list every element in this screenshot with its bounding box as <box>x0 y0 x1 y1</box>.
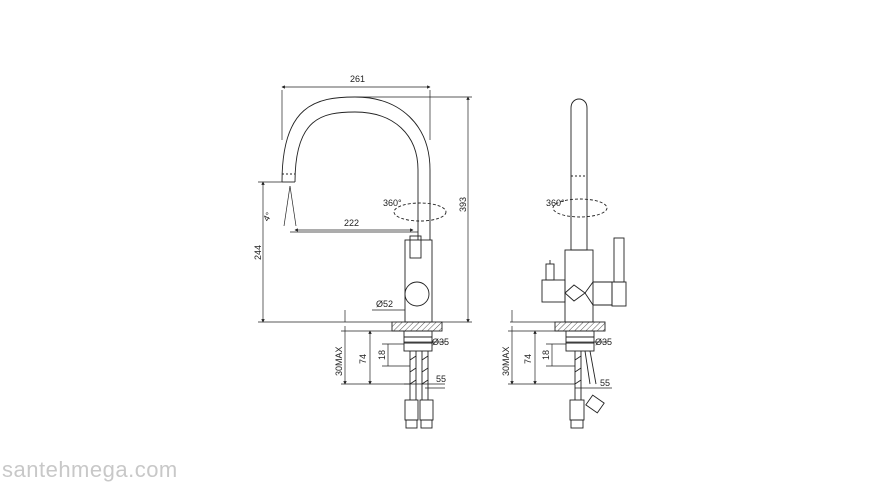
side-countertop <box>391 321 443 332</box>
front-rotation-label: 360° <box>546 198 565 208</box>
side-rotation-label: 360° <box>383 198 402 208</box>
front-thread-length-label: 18 <box>541 350 551 360</box>
side-dim-lines <box>258 85 472 389</box>
side-body <box>404 239 433 323</box>
side-lever <box>409 235 422 259</box>
side-hoses <box>404 351 434 429</box>
watermark: santehmega.com <box>2 457 178 482</box>
front-dim-lines <box>508 310 612 389</box>
front-view <box>508 98 627 429</box>
front-shank-diameter-label: Ø35 <box>595 337 612 347</box>
side-handle-knob <box>404 281 430 307</box>
side-height-label: 393 <box>458 197 468 212</box>
side-thread-length-label: 18 <box>377 350 387 360</box>
front-hoses <box>569 350 605 429</box>
side-shank-length-label: 74 <box>358 354 368 364</box>
side-spout-height-label: 244 <box>253 245 263 260</box>
front-hose-length-label: 55 <box>600 378 610 388</box>
front-shank-length-label: 74 <box>523 354 533 364</box>
side-body-diameter-label: Ø52 <box>376 299 393 309</box>
front-left-handle <box>541 279 566 303</box>
side-reach-label: 222 <box>344 218 359 228</box>
front-right-handle <box>584 281 613 306</box>
front-rotation-ellipse <box>552 198 608 218</box>
side-shank <box>403 330 433 352</box>
front-shank <box>565 330 595 352</box>
front-countertop <box>554 321 606 332</box>
side-max-thickness-label: 30MAX <box>334 346 344 376</box>
front-max-thickness-label: 30MAX <box>501 346 511 376</box>
front-spout <box>570 98 588 251</box>
side-labels: 261 393 222 244 4° 360° Ø52 Ø35 30MAX 74… <box>253 74 468 384</box>
side-rotation-ellipse <box>393 202 447 222</box>
side-view <box>258 85 472 429</box>
side-width-label: 261 <box>350 74 365 84</box>
side-shank-diameter-label: Ø35 <box>432 337 449 347</box>
side-hose-length-label: 55 <box>436 374 446 384</box>
front-labels: 360° Ø35 30MAX 74 18 55 <box>501 198 612 388</box>
front-body <box>564 249 594 323</box>
